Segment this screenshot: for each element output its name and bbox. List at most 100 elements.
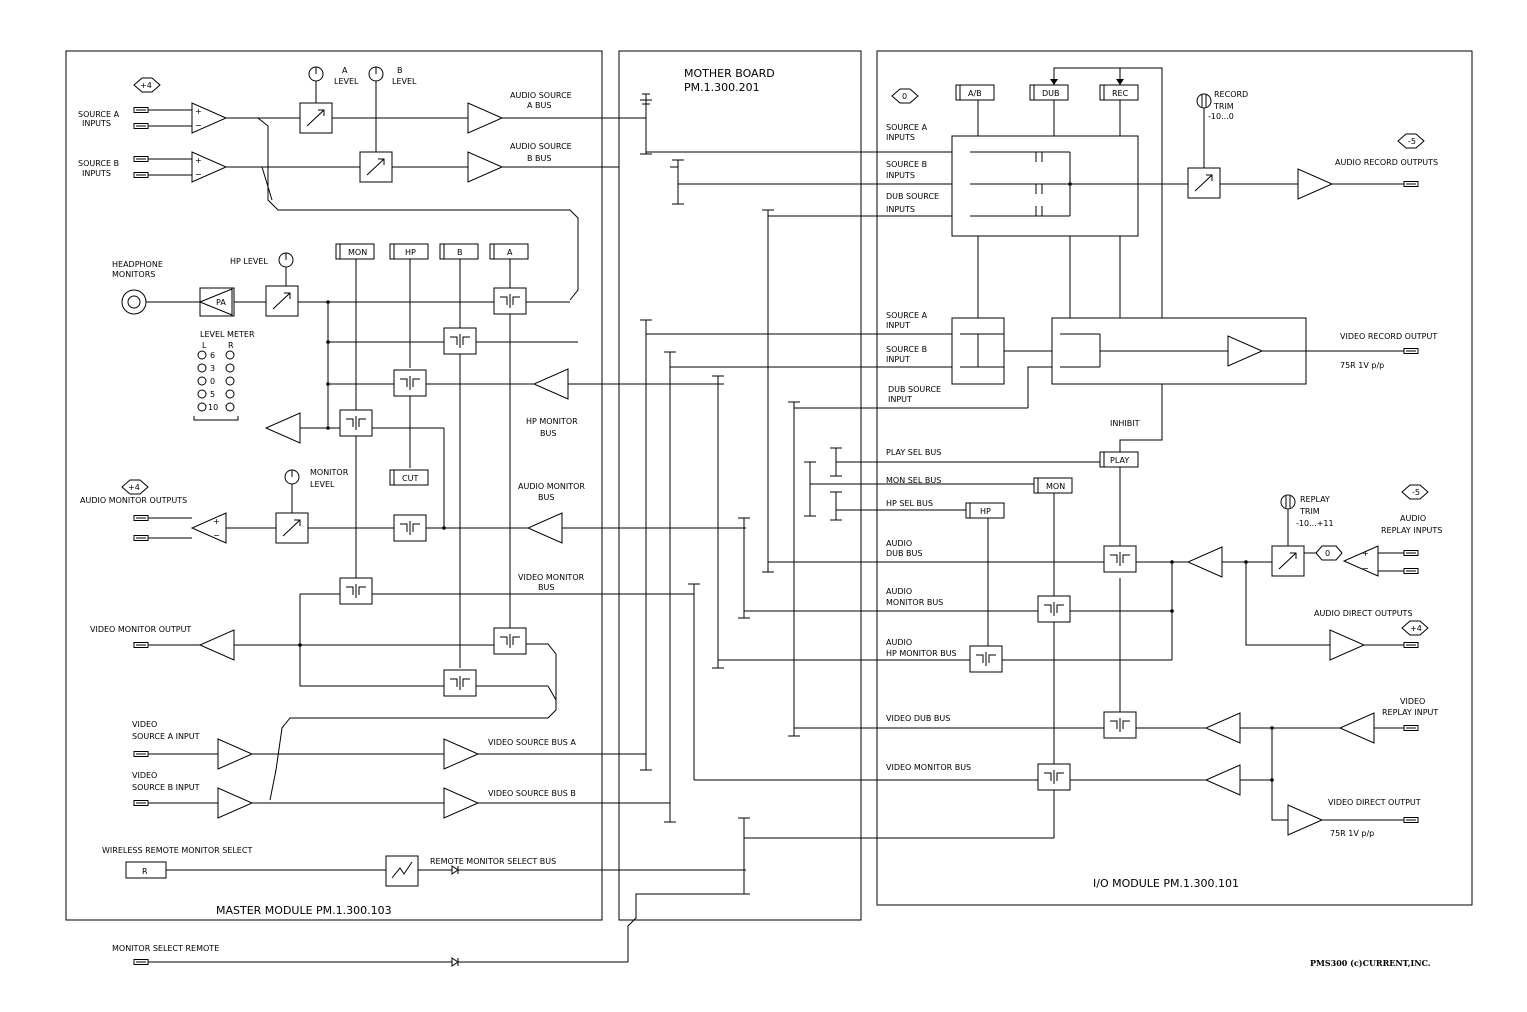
svg-text:INPUTS: INPUTS — [886, 205, 915, 214]
svg-text:PA: PA — [216, 298, 226, 307]
svg-text:VIDEO: VIDEO — [132, 771, 157, 780]
svg-text:REPLAY INPUTS: REPLAY INPUTS — [1381, 526, 1442, 535]
gain-tag-io: 0 — [891, 88, 919, 104]
switch-audio-monitor — [1037, 595, 1071, 623]
audio-monitor-out-jack-2 — [133, 535, 149, 541]
svg-text:REPLAY INPUT: REPLAY INPUT — [1382, 708, 1438, 717]
video-source-a-jack — [133, 751, 149, 757]
svg-text:REMOTE MONITOR SELECT BUS: REMOTE MONITOR SELECT BUS — [430, 857, 556, 866]
video-monitor-amp — [1204, 764, 1241, 796]
video-ab-switch — [951, 317, 1005, 385]
svg-text:REC: REC — [1112, 89, 1129, 98]
replay-trim-knob[interactable] — [1280, 494, 1296, 510]
io-button-ab[interactable]: A/B — [955, 84, 995, 101]
video-direct-out-amp — [1287, 804, 1324, 836]
svg-text:HP SEL BUS: HP SEL BUS — [886, 499, 933, 508]
svg-text:LEVEL: LEVEL — [310, 480, 335, 489]
svg-text:CUT: CUT — [402, 474, 418, 483]
svg-text:VIDEO RECORD OUTPUT: VIDEO RECORD OUTPUT — [1340, 332, 1437, 341]
switch-hp-a — [493, 287, 527, 315]
video-record-matrix — [1004, 317, 1404, 385]
audio-record-out-jack — [1403, 181, 1419, 187]
svg-text:HP LEVEL: HP LEVEL — [230, 257, 268, 266]
svg-text:DUB: DUB — [1042, 89, 1060, 98]
credit-text: PMS300 (c)CURRENT,INC. — [1310, 958, 1431, 968]
video-source-b-jack — [133, 800, 149, 806]
mother-board-bus — [640, 93, 1104, 895]
switch-hp-b — [443, 327, 477, 355]
svg-text:VIDEO: VIDEO — [1400, 697, 1425, 706]
svg-text:75R 1V p/p: 75R 1V p/p — [1340, 361, 1384, 370]
gain-tag-rec: -5 — [1397, 133, 1425, 149]
level-meter: 6 3 0 5 10 — [193, 350, 239, 421]
video-source-bus-b-amp — [443, 787, 480, 819]
hp-level-knob[interactable] — [278, 252, 294, 268]
switch-audio-hp-monitor — [969, 645, 1003, 673]
sel-button-hp[interactable]: HP — [389, 243, 429, 260]
video-monitor-out-amp — [198, 629, 235, 661]
b-level-fader[interactable] — [359, 151, 393, 183]
svg-text:6: 6 — [210, 351, 215, 360]
svg-text:MON SEL BUS: MON SEL BUS — [886, 476, 941, 485]
svg-text:A BUS: A BUS — [527, 101, 551, 110]
source-b-inputs-label-2: INPUTS — [82, 169, 111, 178]
svg-text:INHIBIT: INHIBIT — [1110, 419, 1140, 428]
hp-monitor-bus-amp — [532, 368, 569, 400]
source-b-jack-2 — [133, 172, 149, 178]
a-level-knob[interactable] — [308, 66, 324, 82]
svg-text:MONITOR: MONITOR — [310, 468, 349, 477]
hp-button[interactable]: HP — [965, 502, 1005, 519]
hp-level-fader[interactable] — [265, 285, 299, 317]
svg-text:B: B — [397, 66, 403, 75]
svg-text:-10...0: -10...0 — [1208, 112, 1234, 121]
a-level-fader[interactable] — [299, 102, 333, 134]
svg-text:SOURCE B: SOURCE B — [886, 160, 927, 169]
switch-cut — [393, 514, 427, 542]
audio-monitor-out-amp — [190, 512, 227, 544]
io-button-dub[interactable]: DUB — [1029, 84, 1069, 101]
svg-text:−: − — [1362, 564, 1369, 573]
svg-text:VIDEO DUB BUS: VIDEO DUB BUS — [886, 714, 950, 723]
mon-button[interactable]: MON — [1033, 477, 1073, 494]
svg-text:+4: +4 — [140, 81, 152, 90]
svg-text:+: + — [213, 517, 220, 526]
gain-tag-replay-0: 0 — [1315, 545, 1343, 561]
svg-text:DUB BUS: DUB BUS — [886, 549, 922, 558]
svg-text:TRIM: TRIM — [1213, 102, 1234, 111]
monitor-level-knob[interactable] — [284, 469, 300, 485]
sel-button-b[interactable]: B — [439, 243, 479, 260]
switch-video-b — [443, 669, 477, 697]
svg-text:MONITORS: MONITORS — [112, 270, 155, 279]
play-button[interactable]: PLAY — [1099, 451, 1139, 468]
svg-text:AUDIO: AUDIO — [886, 638, 912, 647]
svg-text:BUS: BUS — [538, 583, 554, 592]
audio-direct-out-amp — [1329, 629, 1366, 661]
record-trim-fader[interactable] — [1187, 167, 1221, 199]
monitor-level-fader[interactable] — [275, 512, 309, 544]
svg-text:HEADPHONE: HEADPHONE — [112, 260, 163, 269]
svg-text:BUS: BUS — [538, 493, 554, 502]
svg-text:-5: -5 — [1412, 488, 1420, 497]
b-level-knob[interactable] — [368, 66, 384, 82]
svg-text:INPUTS: INPUTS — [886, 171, 915, 180]
svg-text:VIDEO SOURCE BUS B: VIDEO SOURCE BUS B — [488, 789, 576, 798]
sel-button-mon[interactable]: MON — [335, 243, 375, 260]
svg-text:75R 1V p/p: 75R 1V p/p — [1330, 829, 1374, 838]
svg-text:−: − — [195, 170, 202, 179]
svg-text:B: B — [457, 248, 463, 257]
gain-tag-in: +4 — [133, 77, 161, 93]
svg-text:AUDIO: AUDIO — [886, 587, 912, 596]
svg-text:−: − — [213, 531, 220, 540]
source-b-inputs-label: SOURCE B — [78, 159, 119, 168]
video-replay-in-jack — [1403, 725, 1419, 731]
io-button-rec[interactable]: REC — [1099, 84, 1139, 101]
record-trim-knob[interactable] — [1196, 93, 1212, 109]
replay-trim-fader[interactable] — [1271, 545, 1305, 577]
cut-button[interactable]: CUT — [389, 469, 429, 486]
svg-text:B BUS: B BUS — [527, 154, 551, 163]
svg-text:PLAY SEL BUS: PLAY SEL BUS — [886, 448, 941, 457]
sel-button-a[interactable]: A — [489, 243, 529, 260]
svg-text:−: − — [195, 121, 202, 130]
source-a-diff-amp — [191, 102, 228, 134]
svg-text:AUDIO MONITOR OUTPUTS: AUDIO MONITOR OUTPUTS — [80, 496, 187, 505]
